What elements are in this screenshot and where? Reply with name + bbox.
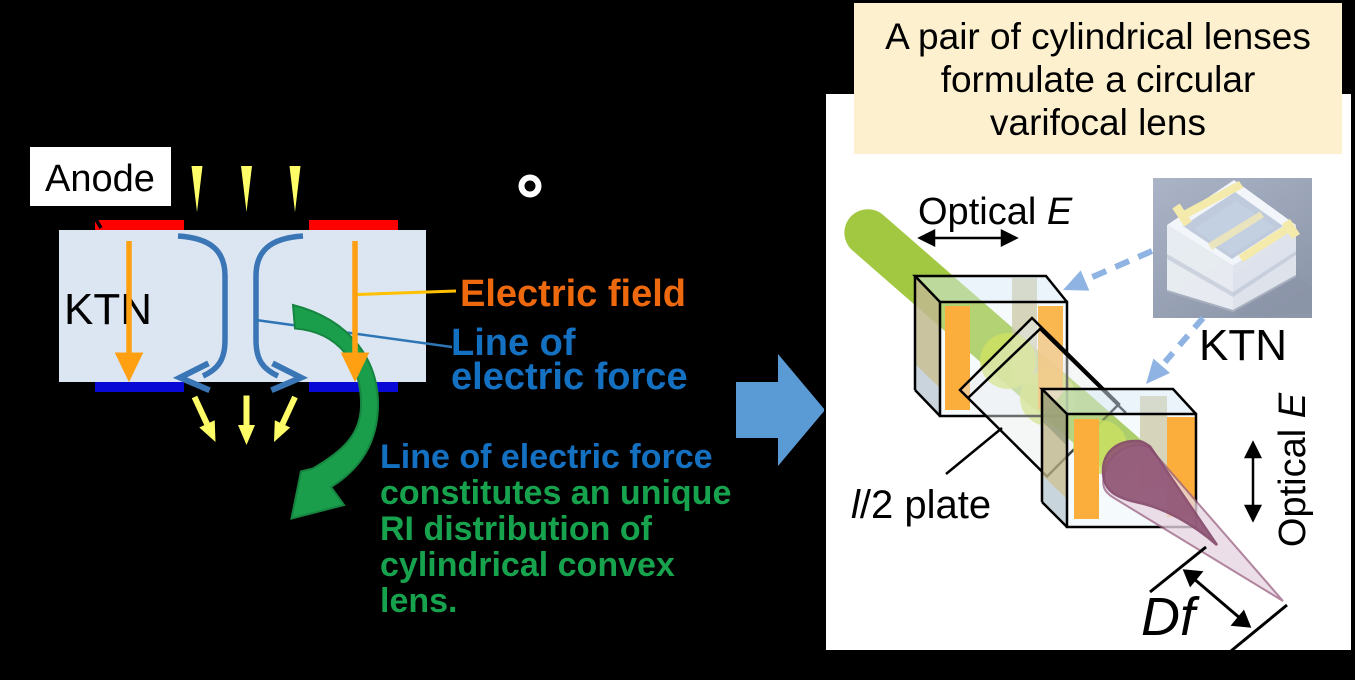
svg-text:Df: Df xyxy=(1141,587,1200,647)
svg-text:Optical E: Optical E xyxy=(918,191,1073,233)
svg-text:Anode: Anode xyxy=(45,158,155,200)
svg-text:A pair of cylindrical lenses: A pair of cylindrical lenses xyxy=(885,16,1311,57)
svg-text:Line of: Line of xyxy=(451,322,576,364)
svg-text:Line of electric force: Line of electric force xyxy=(380,438,713,476)
svg-text:KTN: KTN xyxy=(1199,321,1287,370)
svg-text:lens.: lens. xyxy=(380,582,457,620)
svg-text:constitutes an unique: constitutes an unique xyxy=(380,474,731,512)
svg-text:Optical E: Optical E xyxy=(1272,392,1314,547)
svg-text:RI distribution of: RI distribution of xyxy=(380,510,653,548)
svg-text:cylindrical convex: cylindrical convex xyxy=(380,546,675,584)
svg-text:formulate a circular: formulate a circular xyxy=(941,59,1256,100)
svg-text:KTN: KTN xyxy=(64,285,152,334)
svg-text:l/2 plate: l/2 plate xyxy=(851,483,991,527)
svg-text:Electric field: Electric field xyxy=(460,273,686,315)
svg-text:electric force: electric force xyxy=(451,356,688,398)
svg-text:varifocal lens: varifocal lens xyxy=(990,102,1206,143)
